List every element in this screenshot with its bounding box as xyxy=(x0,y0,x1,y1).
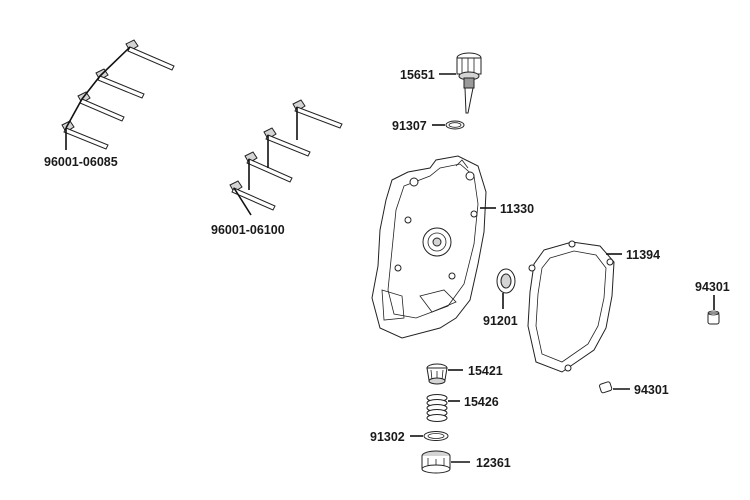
label-91302[interactable]: 91302 xyxy=(370,430,405,444)
bolt-group-96001-06100[interactable] xyxy=(229,99,343,216)
label-96001-06085[interactable]: 96001-06085 xyxy=(44,155,118,169)
drain-plug-12361[interactable] xyxy=(421,450,451,474)
bolt xyxy=(244,151,293,183)
bolt xyxy=(125,39,175,71)
bolt xyxy=(292,99,343,129)
dowel-pin-94301-lower[interactable] xyxy=(599,381,613,394)
label-94301-lower[interactable]: 94301 xyxy=(634,383,669,397)
gasket-11394[interactable] xyxy=(527,240,615,373)
oil-strainer-15421[interactable] xyxy=(426,363,448,385)
oil-seal-91201[interactable] xyxy=(496,268,516,294)
label-15421[interactable]: 15421 xyxy=(468,364,503,378)
o-ring-91302[interactable] xyxy=(423,431,449,441)
crankcase-cover-11330[interactable] xyxy=(371,155,487,339)
label-15651[interactable]: 15651 xyxy=(400,68,435,82)
label-15426[interactable]: 15426 xyxy=(464,395,499,409)
label-94301-right[interactable]: 94301 xyxy=(695,280,730,294)
label-91307[interactable]: 91307 xyxy=(392,119,427,133)
spring-15426[interactable] xyxy=(426,394,448,422)
dowel-pin-94301-right[interactable] xyxy=(707,310,720,325)
label-12361[interactable]: 12361 xyxy=(476,456,511,470)
bolt-group-96001-06085[interactable] xyxy=(61,39,175,150)
label-11394[interactable]: 11394 xyxy=(626,248,660,262)
bolt xyxy=(229,180,276,211)
bolt xyxy=(61,120,109,150)
label-11330[interactable]: 11330 xyxy=(500,202,534,216)
dipstick-15651[interactable] xyxy=(456,52,482,114)
label-96001-06100[interactable]: 96001-06100 xyxy=(211,223,285,237)
o-ring-91307[interactable] xyxy=(445,120,465,130)
label-91201[interactable]: 91201 xyxy=(483,314,518,328)
bolt xyxy=(263,127,311,157)
